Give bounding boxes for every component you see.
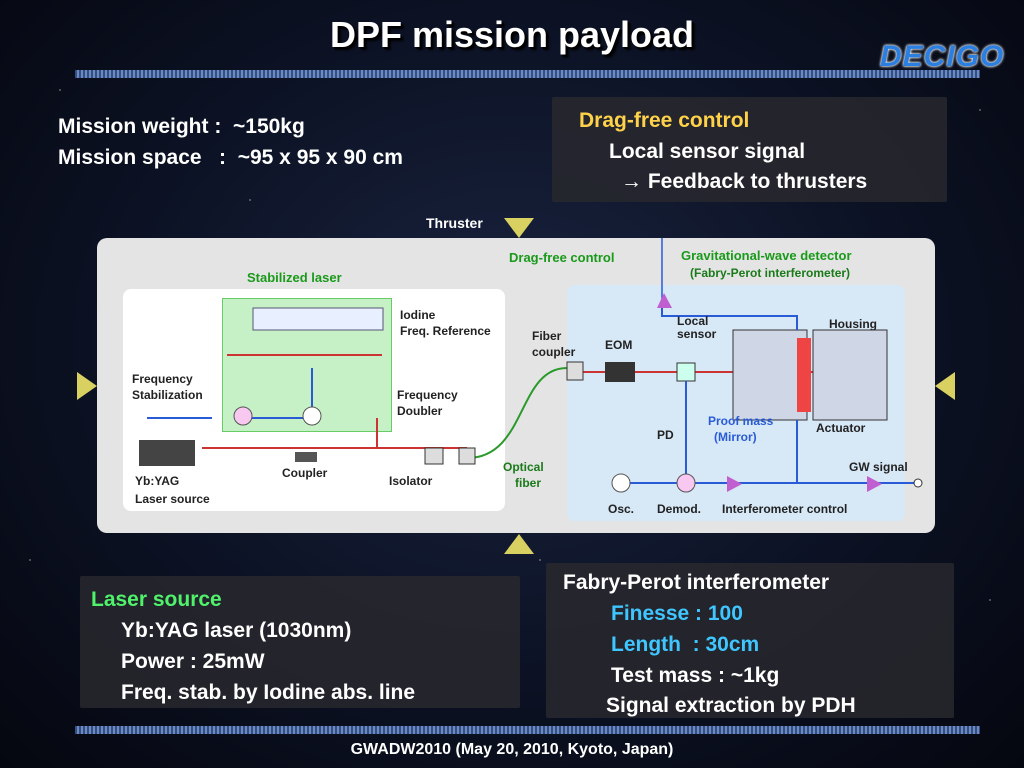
thruster-label: Thruster [426,215,483,231]
freq-doubler-label-2: Doubler [397,404,443,418]
ybyag-label: Yb:YAG [135,474,180,488]
fp-finesse: Finesse : 100 [611,602,743,625]
freq-stab-label-1: Frequency [132,372,193,386]
eom-label: EOM [605,338,633,352]
housing-label: Housing [829,317,877,331]
thruster-right-icon [935,372,955,400]
dragfree-line1: Local sensor signal [609,140,806,163]
fiber-coupler-label-1: Fiber [532,329,562,343]
laser-line1: Yb:YAG laser (1030nm) [121,619,352,642]
mission-info: Mission weight : ~150kg Mission space : … [58,111,403,173]
mission-space: Mission space : ~95 x 95 x 90 cm [58,146,403,169]
laser-line2: Power : 25mW [121,650,265,673]
laser-source-label: Laser source [135,492,210,506]
fiber-coupler-label-2: coupler [532,345,576,359]
thruster-bottom-icon [504,534,534,554]
fp-sub-label: (Fabry-Perot interferometer) [690,266,851,280]
local-sensor-label-1: Local [677,314,709,328]
ifo-control-label: Interferometer control [722,502,848,516]
footer: GWADW2010 (May 20, 2010, Kyoto, Japan) [350,741,674,758]
iodine-label: Iodine [400,308,436,322]
coupler-label: Coupler [282,466,328,480]
proof-mass-label-1: Proof mass [708,414,774,428]
proof-mass-label-2: (Mirror) [714,430,757,444]
laser-panel: Laser source Yb:YAG laser (1030nm) Power… [80,576,520,708]
freq-doubler-label-1: Frequency [397,388,458,402]
osc-label: Osc. [608,502,635,516]
fp-panel: Fabry-Perot interferometer Finesse : 100… [546,563,954,718]
pd-label: PD [657,428,674,442]
stabilized-laser-label: Stabilized laser [247,270,342,285]
optical-fiber-label-2: fiber [515,476,542,490]
mission-weight: Mission weight : ~150kg [58,115,305,138]
optical-fiber-label-1: Optical [503,460,544,474]
fp-signal: Signal extraction by PDH [606,694,856,717]
fp-testmass: Test mass : ~1kg [611,664,780,687]
payload-diagram: Stabilized laser Drag-free control Gravi… [97,238,935,533]
local-sensor-label-2: sensor [677,327,717,341]
thruster-top-icon [504,218,534,238]
thruster-left-icon [77,372,97,400]
page-title: DPF mission payload [329,14,695,55]
freq-ref-label: Freq. Reference [400,324,491,338]
decigo-logo: DECIGO [880,40,1005,73]
freq-stab-label-2: Stabilization [132,388,203,402]
actuator-label: Actuator [816,421,866,435]
gw-signal-label: GW signal [849,460,908,474]
isolator-label: Isolator [389,474,433,488]
dragfree-heading: Drag-free control [579,109,750,132]
dragfree-diagram-label: Drag-free control [509,250,615,265]
gw-detector-label: Gravitational-wave detector [681,248,852,263]
demod-label: Demod. [657,502,702,516]
laser-heading: Laser source [91,588,222,611]
fp-heading: Fabry-Perot interferometer [563,571,830,594]
dragfree-line2: → Feedback to thrusters [621,170,868,193]
diagram-wiring [139,238,923,493]
bottom-divider [75,726,980,734]
laser-line3: Freq. stab. by Iodine abs. line [121,681,416,704]
fp-length: Length : 30cm [611,633,760,656]
dragfree-panel: Drag-free control Local sensor signal → … [552,97,947,202]
top-divider [75,70,980,78]
